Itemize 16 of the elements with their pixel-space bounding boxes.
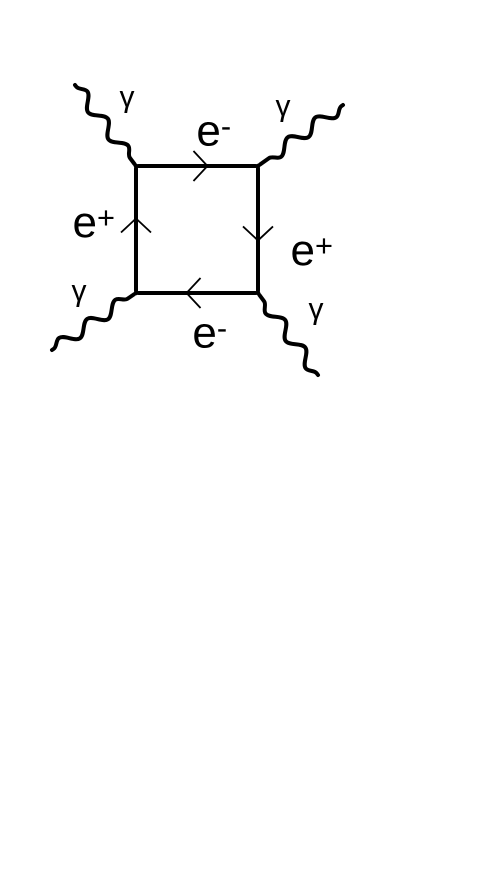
- edge-label: γ: [308, 302, 324, 326]
- edge-label: e$^{-}$: [194, 324, 226, 348]
- fermion-line: [242, 166, 274, 292]
- photon-line: [257, 293, 320, 377]
- edge-label: γ: [120, 90, 134, 114]
- photon-line: [50, 292, 136, 352]
- photon-line: [73, 83, 136, 166]
- fermion-line: [136, 150, 258, 182]
- fermion-line: [120, 166, 152, 292]
- edge-label: e$^{+}$: [74, 210, 114, 238]
- edge-label: e$^{-}$: [198, 122, 230, 146]
- photon-line: [258, 103, 345, 167]
- fermion-line: [136, 277, 258, 309]
- edge-label: e$^{+}$: [292, 238, 332, 266]
- edge-label: γ: [276, 100, 290, 122]
- edge-label: γ: [72, 284, 86, 308]
